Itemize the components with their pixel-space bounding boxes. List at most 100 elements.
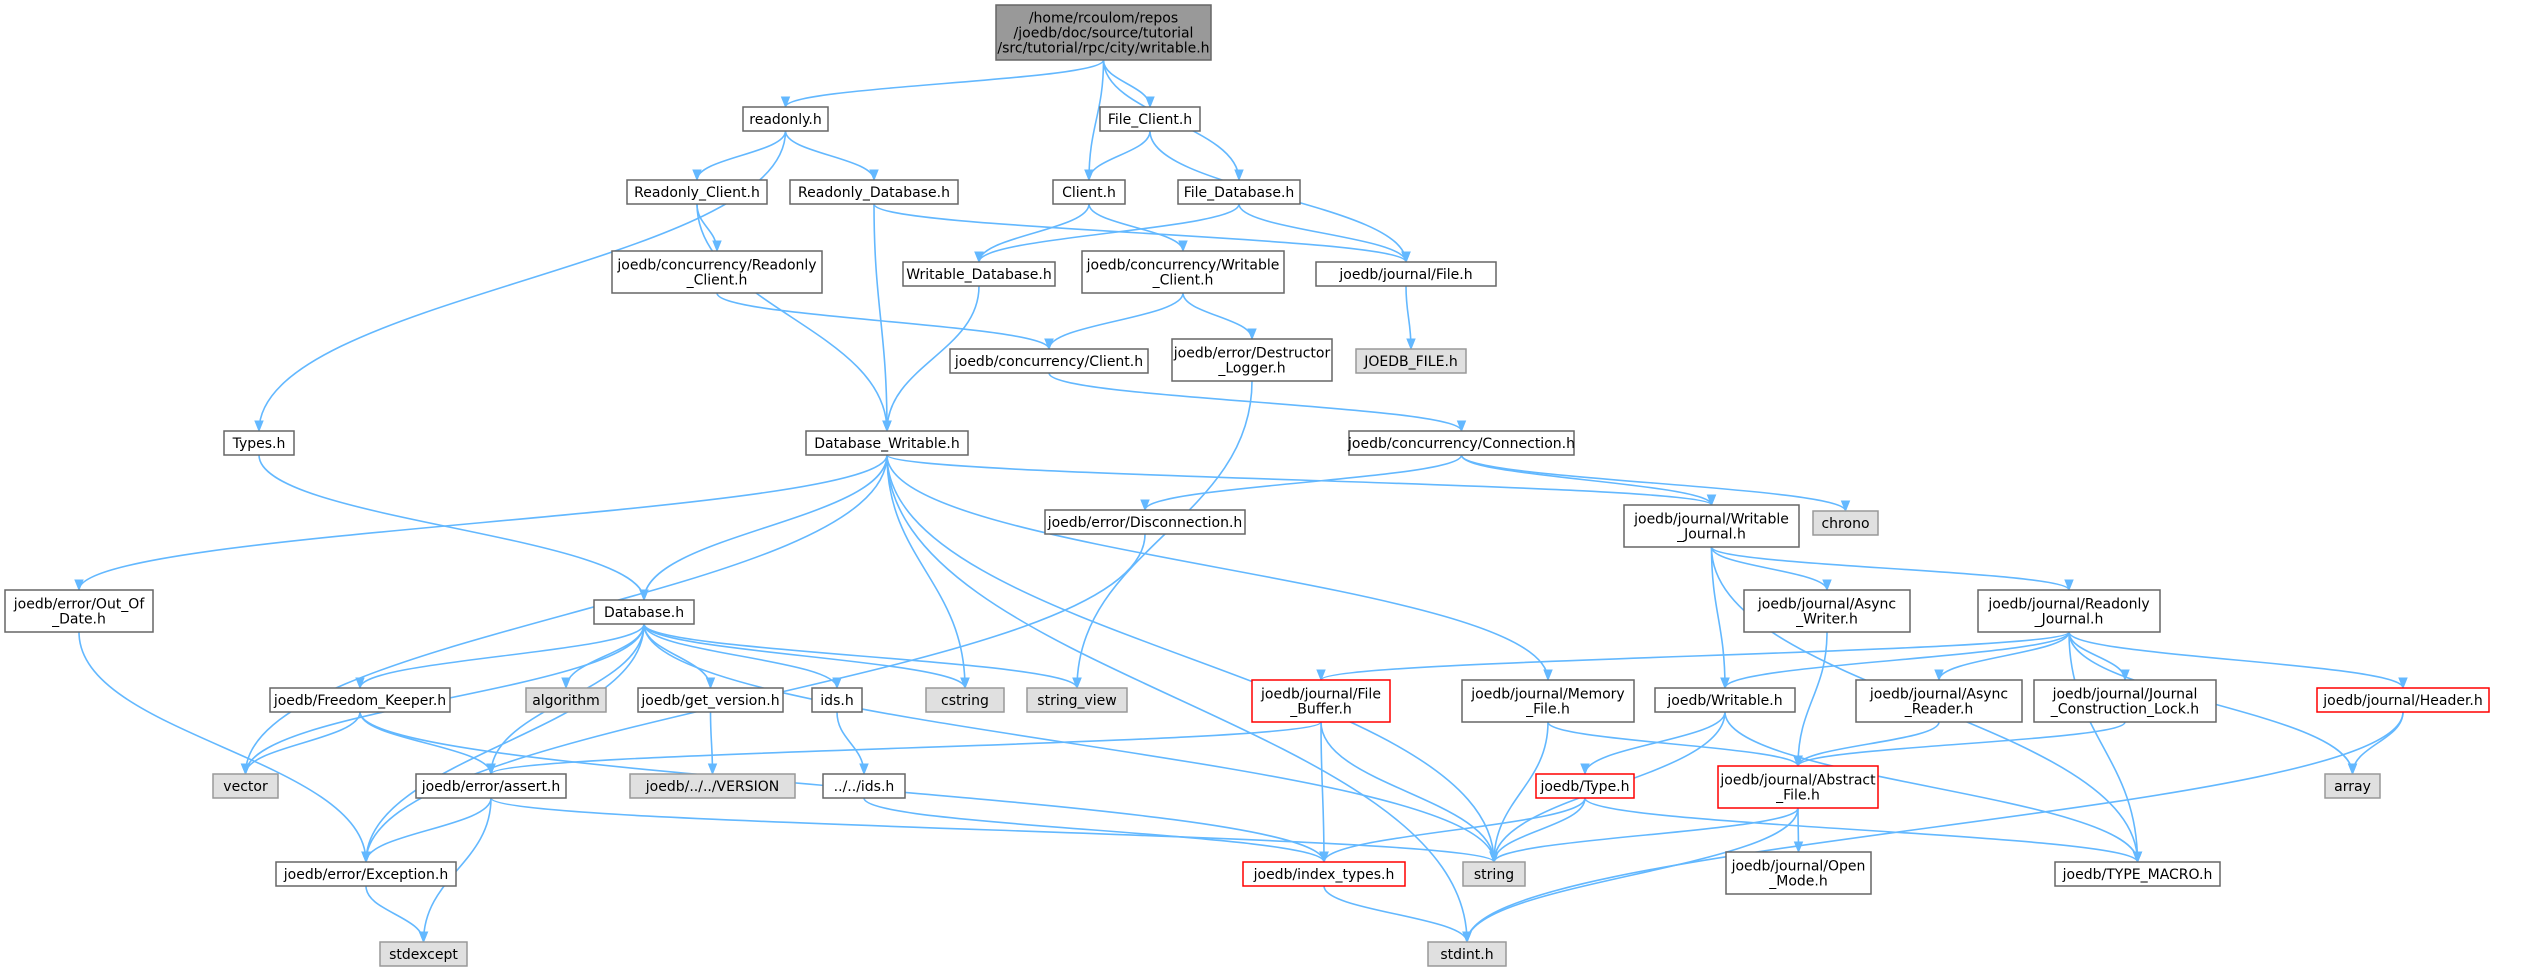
node-abstract-file[interactable]: joedb/journal/Abstract_File.h [1717,765,1879,809]
edge-writable_journal-to-joedb_writable [1710,546,1726,689]
node-label: joedb/Type.h [1539,779,1629,795]
node-label: _Mode.h [1768,874,1827,890]
edge-root-to-file_client [1102,59,1151,108]
node-label: _Reader.h [1904,702,1974,718]
node-label: /src/tutorial/rpc/city/writable.h [997,41,1209,57]
node-client[interactable]: Client.h [1052,179,1126,205]
node-joedb-type[interactable]: joedb/Type.h [1535,773,1635,799]
node-box [1251,679,1391,723]
node-database[interactable]: Database.h [593,599,695,625]
node-open-mode[interactable]: joedb/journal/Open_Mode.h [1725,851,1872,895]
node-file-client[interactable]: File_Client.h [1099,106,1201,132]
edge-freedom_keeper-to-vector [244,711,361,775]
edge-error_exception-to-stdexcept [365,885,425,943]
edge-client-to-conc_writable_client [1088,203,1184,252]
arrowhead-get_version-to-version_file [707,763,718,776]
edge-abstract_file-to-stdint [1466,807,1799,943]
node-types[interactable]: Types.h [223,430,295,456]
node-conc-connection[interactable]: joedb/concurrency/Connection.h [1347,430,1575,456]
node-box [2316,687,2490,713]
node-dotdot-ids[interactable]: ../../ids.h [822,773,906,799]
node-journal-file[interactable]: joedb/journal/File.h [1315,261,1497,287]
node-readonly[interactable]: readonly.h [742,106,829,132]
node-get-version[interactable]: joedb/get_version.h [637,687,784,713]
node-label: stdexcept [389,947,458,963]
node-box [1052,179,1126,205]
arrowhead-readonly_journal-to-async_reader [1934,669,1944,682]
node-error-assert[interactable]: joedb/error/assert.h [415,773,567,799]
node-memory-file[interactable]: joedb/journal/Memory_File.h [1461,679,1635,723]
edge-root-to-readonly [784,59,1105,108]
arrowhead-joedb_type-to-index_types [1319,851,1329,864]
node-box [1177,179,1301,205]
node-label: joedb/error/Out_Of [13,597,146,613]
edge-file_buffer-to-error_assert [490,721,1322,775]
node-async-reader[interactable]: joedb/journal/Async_Reader.h [1855,679,2023,723]
node-box [1315,261,1497,287]
node-label: joedb/Freedom_Keeper.h [273,693,446,709]
node-joedb-writable[interactable]: joedb/Writable.h [1654,687,1796,713]
node-label: _File.h [1775,788,1820,804]
node-label: joedb/Writable.h [1666,693,1782,709]
node-async-writer[interactable]: joedb/journal/Async_Writer.h [1743,589,1911,633]
node-label: algorithm [532,693,600,709]
node-database-writable[interactable]: Database_Writable.h [805,430,969,456]
node-label: Database_Writable.h [814,436,959,452]
node-box [949,348,1149,374]
edge-readonly_journal-to-async_reader [1938,631,2070,681]
node-header[interactable]: joedb/journal/Header.h [2316,687,2490,713]
node-label: stdint.h [1440,947,1493,963]
node-box [1242,861,1406,887]
node-ids[interactable]: ids.h [811,687,863,713]
node-type-macro[interactable]: joedb/TYPE_MACRO.h [2054,861,2221,887]
arrowhead-freedom_keeper-to-vector [240,763,251,776]
node-box [1462,861,1526,887]
node-construction-lock[interactable]: joedb/journal/Journal_Construction_Lock.… [2033,679,2217,723]
edge-readonly_journal-to-file_buffer [1320,631,2070,681]
edge-database_writable-to-database [643,454,888,601]
node-label: chrono [1821,516,1869,532]
edge-database-to-freedom_keeper [359,623,645,689]
arrowhead-database-to-freedom_keeper [355,677,365,690]
node-box [1044,509,1246,535]
edge-writable_journal-to-async_writer [1710,546,1828,591]
node-box [1461,679,1635,723]
arrowhead-joedb_type-to-type_macro [2132,851,2143,864]
node-out-of-date[interactable]: joedb/error/Out_Of_Date.h [4,589,154,633]
node-label: joedb/get_version.h [640,693,779,709]
node-label: joedb/journal/Memory [1470,687,1624,703]
node-label: joedb/../../VERSION [645,779,779,795]
node-readonly-database[interactable]: Readonly_Database.h [789,179,959,205]
node-file-database[interactable]: File_Database.h [1177,179,1301,205]
node-box [995,4,1212,61]
node-readonly-journal[interactable]: joedb/journal/Readonly_Journal.h [1977,589,2161,633]
node-writable-journal[interactable]: joedb/journal/Writable_Journal.h [1623,504,1800,548]
node-freedom-keeper[interactable]: joedb/Freedom_Keeper.h [269,687,451,713]
edge-readonly_database-to-journal_file [873,203,1407,263]
arrowhead-writable_journal-to-readonly_journal [2064,579,2074,592]
node-index-types[interactable]: joedb/index_types.h [1242,861,1406,887]
node-label: joedb/concurrency/Readonly [616,258,816,274]
node-readonly-client[interactable]: Readonly_Client.h [626,179,768,205]
node-label: _Client.h [1152,273,1214,289]
arrowhead-readonly-to-readonly_client [692,169,702,182]
arrowhead-conc_connection-to-chrono [1840,500,1851,513]
edge-writable_database-to-database_writable [886,285,980,432]
edge-conc_writable_client-to-destructor_logger [1182,292,1253,340]
node-conc-readonly-client[interactable]: joedb/concurrency/Readonly_Client.h [611,250,823,294]
node-disconnection[interactable]: joedb/error/Disconnection.h [1044,509,1246,535]
edge-client-to-writable_database [978,203,1090,263]
node-error-exception[interactable]: joedb/error/Exception.h [275,861,457,887]
node-root[interactable]: /home/rcoulom/repos/joedb/doc/source/tut… [995,4,1212,61]
arrowhead-writable_database-to-database_writable [882,420,892,433]
node-conc-client[interactable]: joedb/concurrency/Client.h [949,348,1149,374]
edge-readonly-to-readonly_database [784,130,875,181]
node-conc-writable-client[interactable]: joedb/concurrency/Writable_Client.h [1081,250,1285,294]
node-label: _Journal.h [1676,527,1746,543]
node-box [822,773,906,799]
node-writable-database[interactable]: Writable_Database.h [902,261,1056,287]
node-box [805,430,969,456]
node-destructor-logger[interactable]: joedb/error/Destructor_Logger.h [1171,338,1333,382]
node-file-buffer[interactable]: joedb/journal/File_Buffer.h [1251,679,1391,723]
node-label: joedb/concurrency/Client.h [954,354,1143,370]
